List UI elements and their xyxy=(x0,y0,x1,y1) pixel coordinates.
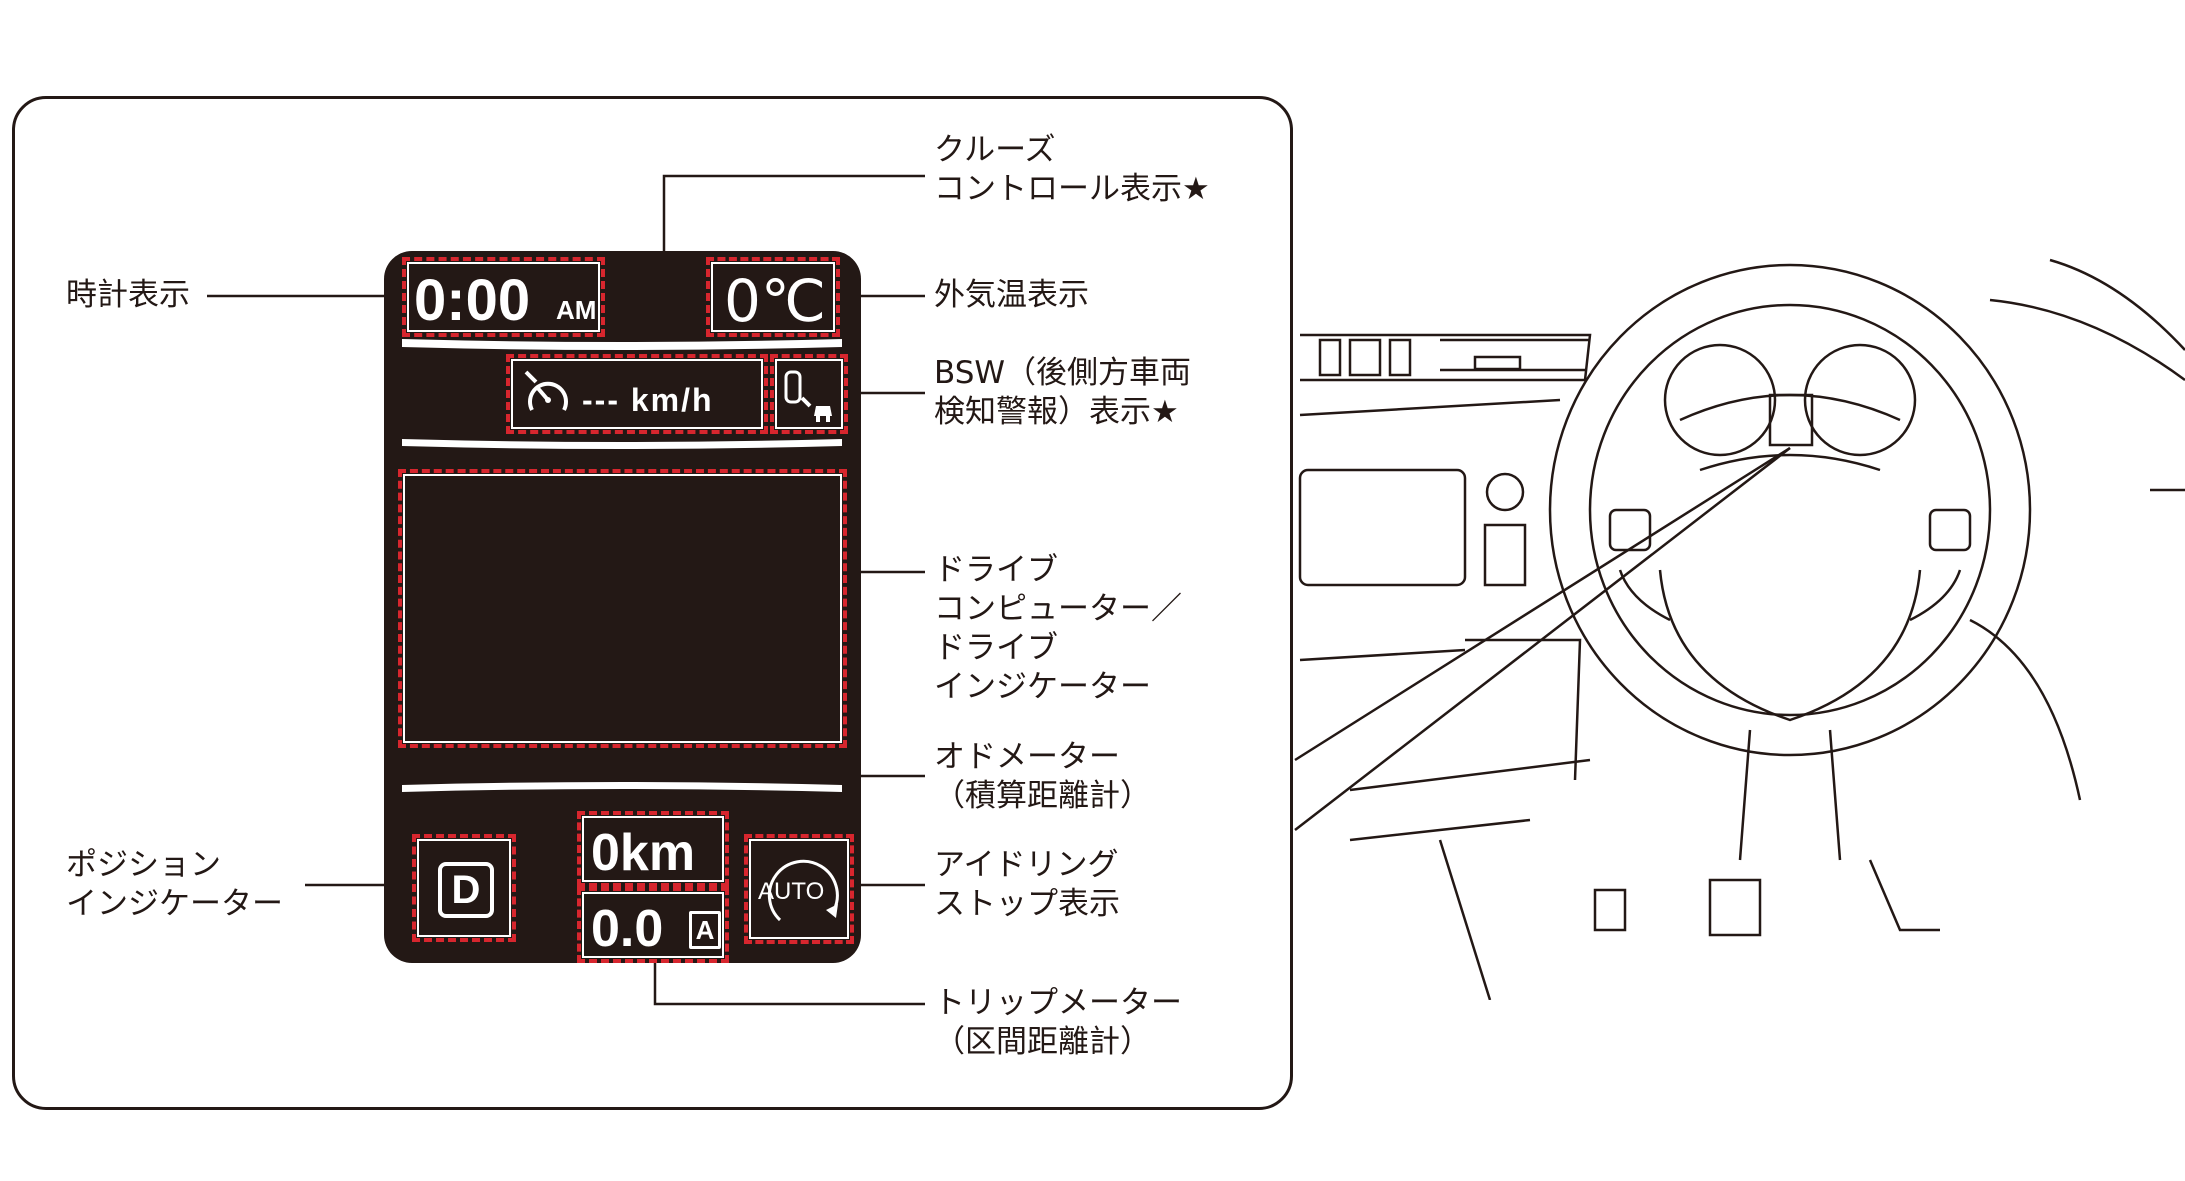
clock-value: 0:00 xyxy=(414,268,531,333)
clock-suffix: AM xyxy=(556,295,597,325)
dashboard-illustration xyxy=(1298,258,2185,1000)
bsw-icon xyxy=(784,370,832,422)
label-position: ポジション インジケーター xyxy=(66,847,283,922)
cruise-readout: --- km/h xyxy=(582,382,714,418)
speedometer-icon xyxy=(524,370,568,411)
diagram-frame xyxy=(12,96,1293,1110)
outside-temp-box: 0℃ xyxy=(706,257,840,337)
label-cruise: クルーズ コントロール表示★ xyxy=(934,132,1210,207)
drive-computer-box xyxy=(398,469,847,748)
odometer-box: 0km xyxy=(577,811,729,887)
cruise-box: --- km/h xyxy=(506,354,768,434)
label-idle-stop: アイドリング ストップ表示 xyxy=(934,847,1120,922)
position-box: D xyxy=(412,834,516,942)
trip-letter: A xyxy=(689,911,721,949)
idle-stop-label: AUTO xyxy=(758,878,825,905)
idle-stop-icon xyxy=(767,859,839,922)
screen-separators xyxy=(402,339,842,792)
position-letter: D xyxy=(438,862,494,918)
label-outside-temp: 外気温表示 xyxy=(934,277,1089,313)
bsw-box xyxy=(770,354,848,434)
idle-stop-box: AUTO xyxy=(744,834,854,944)
label-clock: 時計表示 xyxy=(66,277,190,313)
tripmeter-box: 0.0 A xyxy=(577,887,729,963)
outside-temp-value: 0℃ xyxy=(724,267,827,335)
clock-box: 0:00 AM xyxy=(402,257,605,337)
label-odometer: オドメーター （積算距離計） xyxy=(934,739,1151,814)
label-drive-computer: ドライブ コンピューター／ ドライブ インジケーター xyxy=(934,552,1182,705)
odometer-value: 0km xyxy=(591,824,696,882)
label-bsw: BSW（後側方車両 検知警報）表示★ xyxy=(934,355,1192,430)
meter-display: 0:00 AM 0℃ --- km/h 0km 0.0 A D xyxy=(384,251,861,963)
label-tripmeter: トリップメーター （区間距離計） xyxy=(934,985,1182,1060)
tripmeter-value: 0.0 xyxy=(591,900,664,958)
